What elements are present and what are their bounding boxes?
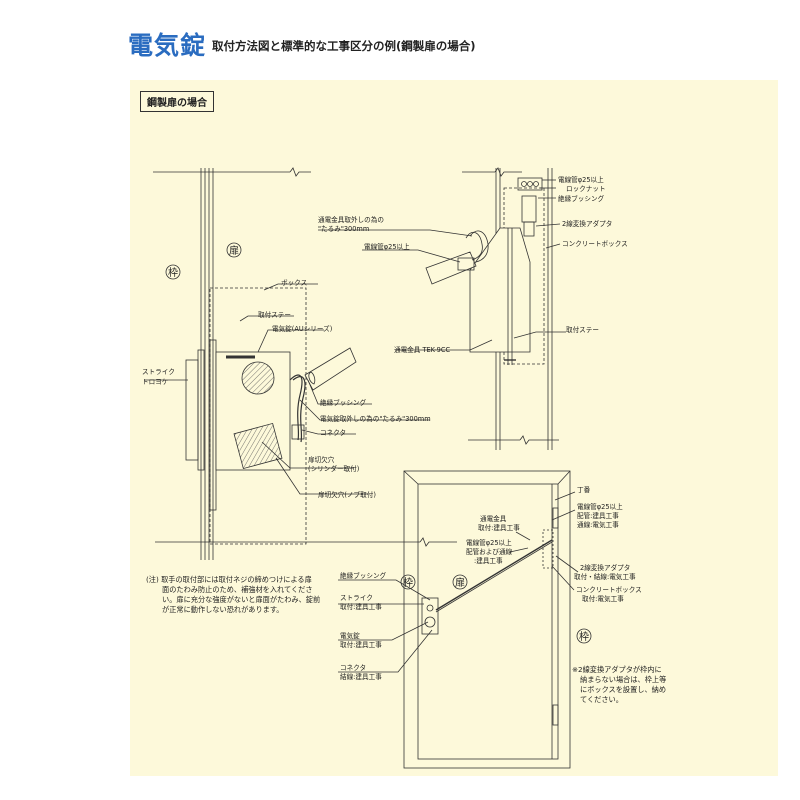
label-strike-1: ストライク <box>142 368 175 376</box>
label-fv-bushing: 絶縁ブッシング <box>340 571 387 580</box>
label-cutout-2: 扉切欠穴(ノブ取付) <box>318 490 376 499</box>
section-label: 鋼製扉の場合 <box>140 91 214 112</box>
label-fv-pipe-a: 電線管φ25以上 <box>466 538 512 547</box>
svg-text:扉: 扉 <box>455 576 465 589</box>
fv-note-line: ※2線変換アダプタが枠内に <box>572 665 662 674</box>
top-view <box>318 167 566 450</box>
page-subtitle: 取付方法図と標準的な工事区分の例(鋼製扉の場合) <box>212 39 476 53</box>
label-fv-pipe-c: :建具工事 <box>474 556 503 565</box>
page-title: 電気錠 <box>128 31 207 60</box>
label-fv-adapter-b: 取付・結線:電気工事 <box>574 572 636 581</box>
label-concrete-box: コンクリートボックス <box>562 240 628 248</box>
note-line: が正常に動作しない恐れがあります。 <box>162 605 283 614</box>
label-connector: コネクタ <box>320 428 346 437</box>
label-tek-slack-1: 通電金具取外しの為の <box>318 215 384 224</box>
label-fv-cbox-b: 取付:電気工事 <box>582 594 624 603</box>
fv-note-line: 納まらない場合は、枠上等 <box>580 675 666 684</box>
label-stay: 取付ステー <box>258 310 291 319</box>
svg-text:枠: 枠 <box>168 266 178 279</box>
label-fv-strike-b: 取付:建具工事 <box>340 602 382 611</box>
front-view: 枠 扉 枠 <box>338 470 592 769</box>
label-fv-lock-a: 電気錠 <box>340 631 360 640</box>
label-conduit-top: 電線管φ25以上 <box>558 175 604 184</box>
note-line: (注) 取手の取付部には取付ネジの締めつけによる扉 <box>146 575 312 584</box>
label-hinge: 丁番 <box>577 486 591 494</box>
label-box: ボックス <box>281 279 307 287</box>
label-lock: 電気錠(AUシリーズ) <box>272 324 332 333</box>
svg-text:枠: 枠 <box>403 576 413 589</box>
label-top-bushing: 絶縁ブッシング <box>558 194 605 203</box>
label-fv-tek-a: 通電金具 <box>480 514 507 523</box>
svg-text:枠: 枠 <box>579 630 589 643</box>
side-view: 枠 扉 <box>144 167 457 560</box>
label-top-stay: 取付ステー <box>566 325 599 334</box>
label-fv-pipe-b: 配管および通線 <box>466 547 513 556</box>
label-fv-tek-b: 取付:建具工事 <box>478 523 520 532</box>
label-bushing: 絶縁ブッシング <box>320 398 367 407</box>
label-tek: 通電金具 TEK-9CC <box>394 345 450 354</box>
caution-note: (注) 取手の取付部には取付ネジの締めつけによる扉 面のたわみ防止のため、補強材… <box>146 575 320 614</box>
label-conduit: 電線管φ25以上 <box>364 242 410 251</box>
label-fv-connector-a: コネクタ <box>340 663 366 672</box>
label-fv-lock-b: 取付:建具工事 <box>340 640 382 649</box>
svg-text:扉: 扉 <box>229 244 239 257</box>
label-fv-strike-a: ストライク <box>340 594 373 602</box>
label-adapter: 2線変換アダプタ <box>562 219 612 228</box>
label-fv-cbox-a: コンクリートボックス <box>576 586 642 594</box>
note-line: い。扉に充分な強度がないと扉面がたわみ、錠前 <box>162 595 320 604</box>
adapter-note: ※2線変換アダプタが枠内に 納まらない場合は、枠上等 にボックスを設置し、納め … <box>572 665 666 704</box>
label-cutout-1a: 扉切欠穴 <box>308 455 335 464</box>
label-tek-slack-2: "たるみ"300mm <box>318 225 369 233</box>
fv-note-line: にボックスを設置し、納め <box>580 685 666 694</box>
label-cutout-1b: (シリンダー取付) <box>308 464 359 473</box>
label-fv-conduit-b: 配管:建具工事 <box>577 511 619 520</box>
label-slack: 電気錠取外しの為の"たるみ"300mm <box>320 414 431 423</box>
fv-note-line: てください。 <box>580 695 623 704</box>
label-locknut: ロックナット <box>566 185 606 193</box>
note-line: 面のたわみ防止のため、補強材を入れてくださ <box>162 585 313 594</box>
label-fv-connector-b: 結線:建具工事 <box>340 672 382 681</box>
label-fv-adapter-a: 2線変換アダプタ <box>580 563 630 572</box>
label-fv-conduit-a: 電線管φ25以上 <box>577 502 623 511</box>
label-strike-2: トロヨケ <box>142 378 169 386</box>
label-fv-conduit-c: 通線:電気工事 <box>577 520 619 529</box>
